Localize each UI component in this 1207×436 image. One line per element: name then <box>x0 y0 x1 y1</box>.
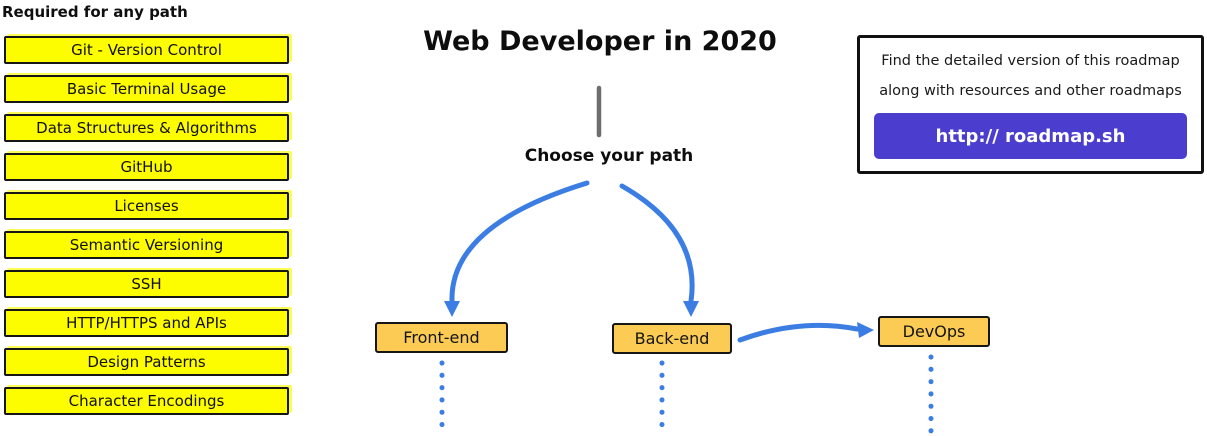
info-line-2: along with resources and other roadmaps <box>879 83 1182 99</box>
arrowhead-devops-icon <box>857 322 874 338</box>
sidebar-item-char-encodings[interactable]: Character Encodings <box>4 387 289 415</box>
choose-path-label: Choose your path <box>524 146 694 166</box>
page-title: Web Developer in 2020 <box>423 26 777 57</box>
sidebar-required-topics: Git - Version Control Basic Terminal Usa… <box>4 36 289 415</box>
sidebar-item-github[interactable]: GitHub <box>4 153 289 181</box>
sidebar-item-terminal[interactable]: Basic Terminal Usage <box>4 75 289 103</box>
path-node-devops[interactable]: DevOps <box>878 316 990 347</box>
path-node-frontend[interactable]: Front-end <box>375 322 508 353</box>
roadmap-info-box: Find the detailed version of this roadma… <box>857 35 1204 174</box>
sidebar-item-design-patterns[interactable]: Design Patterns <box>4 348 289 376</box>
info-line-1: Find the detailed version of this roadma… <box>881 53 1180 69</box>
sidebar-item-http-apis[interactable]: HTTP/HTTPS and APIs <box>4 309 289 337</box>
sidebar-heading: Required for any path <box>2 3 188 21</box>
arrowhead-frontend-icon <box>444 301 460 317</box>
sidebar-item-semver[interactable]: Semantic Versioning <box>4 231 289 259</box>
roadmap-url-button[interactable]: http:// roadmap.sh <box>874 113 1187 159</box>
arrow-to-devops <box>737 322 860 343</box>
path-node-backend[interactable]: Back-end <box>612 323 732 354</box>
sidebar-item-licenses[interactable]: Licenses <box>4 192 289 220</box>
sidebar-item-dsa[interactable]: Data Structures & Algorithms <box>4 114 289 142</box>
arrow-to-frontend <box>449 180 590 304</box>
sidebar-item-git[interactable]: Git - Version Control <box>4 36 289 64</box>
sidebar-item-ssh[interactable]: SSH <box>4 270 289 298</box>
arrowhead-backend-icon <box>683 301 699 317</box>
arrow-to-backend <box>619 183 695 304</box>
